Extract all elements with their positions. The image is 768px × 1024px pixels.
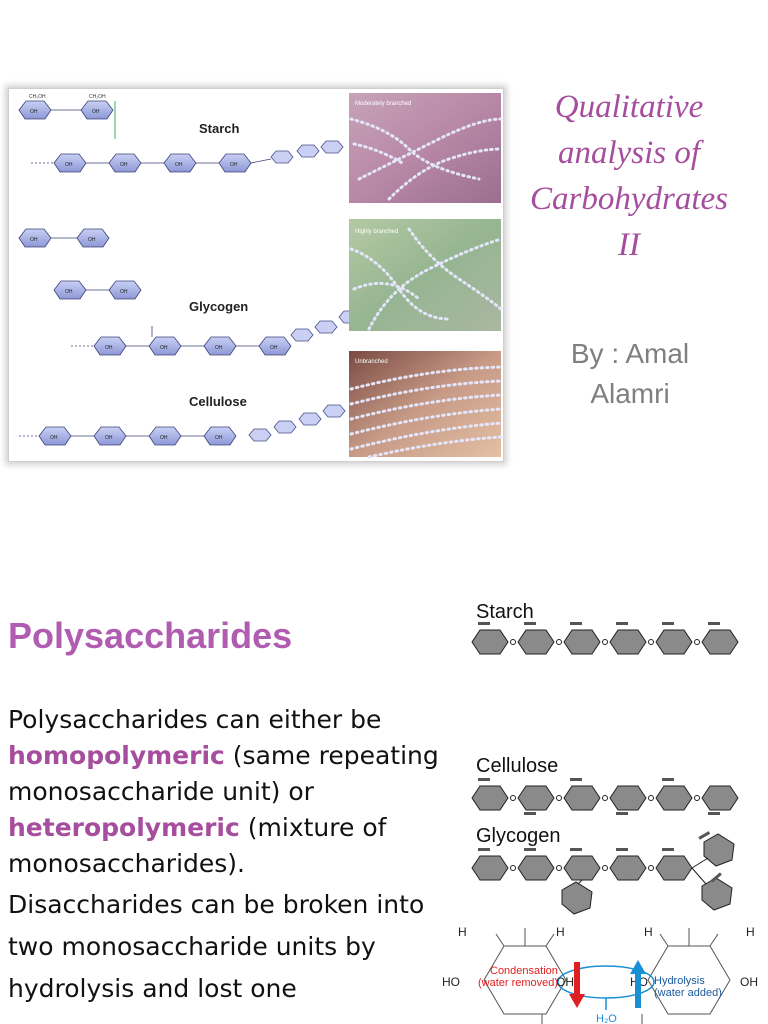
hydrolysis-sublabel: (water added) xyxy=(654,987,722,999)
oh-label: OH xyxy=(556,975,574,989)
slide-heading: Polysaccharides xyxy=(8,615,293,656)
condensation-arrow xyxy=(569,962,585,1008)
term-heteropolymeric: heteropolymeric xyxy=(8,813,240,842)
h-label: H xyxy=(458,925,467,939)
glycogen-chain xyxy=(471,831,735,915)
polysaccharide-structure-figure: OH CH₂OH CH₂OH xyxy=(8,88,504,462)
title-line: analysis of xyxy=(557,135,701,171)
paragraph-text: (same repeating monosaccharide unit) or xyxy=(8,741,439,806)
ho-label: HO xyxy=(442,975,460,989)
slide-body-text: Polysaccharides can either be homopolyme… xyxy=(8,702,458,1010)
cellulose-label: Cellulose xyxy=(476,755,558,777)
disaccharide-hydrolysis-diagram xyxy=(483,928,731,1015)
unbranched-panel xyxy=(349,351,501,457)
condensation-sublabel: (water removed) xyxy=(478,977,558,989)
starch-label: Starch xyxy=(199,121,240,136)
moderately-branched-label: Moderately branched xyxy=(355,101,411,107)
starch-chain xyxy=(471,622,739,655)
highly-branched-label: Highly branched xyxy=(355,229,398,235)
moderately-branched-panel xyxy=(349,93,501,203)
paragraph-homopolymeric: Polysaccharides can either be homopolyme… xyxy=(8,702,458,882)
polysaccharide-structure-drawing: OH CH₂OH CH₂OH xyxy=(18,93,503,459)
byline-line: Alamri xyxy=(590,378,670,409)
h-label: H xyxy=(746,925,755,939)
title-line: II xyxy=(618,227,640,263)
glycogen-label: Glycogen xyxy=(189,299,248,314)
unbranched-label: Unbranched xyxy=(355,359,388,365)
polysaccharides-slide: Polysaccharides Polysaccharides can eith… xyxy=(0,512,768,1024)
ch2oh-label: CH₂OH xyxy=(29,94,46,100)
title-line: Qualitative xyxy=(554,89,704,125)
hydrolysis-label: Hydrolysis xyxy=(654,975,705,987)
title-line: Carbohydrates xyxy=(530,181,728,217)
paragraph-text: (mixture of monosaccharides). xyxy=(8,813,387,878)
h-label: H xyxy=(644,925,653,939)
water-label: H₂O xyxy=(596,1013,617,1024)
glycogen-label: Glycogen xyxy=(476,825,561,847)
h-label: H xyxy=(556,925,565,939)
title-slide: OH CH₂OH CH₂OH xyxy=(8,84,752,462)
slide-title: Qualitative analysis of Carbohydrates II xyxy=(506,84,752,268)
condensation-label: Condensation xyxy=(490,965,558,977)
term-homopolymeric: homopolymeric xyxy=(8,741,225,770)
cellulose-chain xyxy=(471,778,739,815)
starch-label: Starch xyxy=(476,601,534,623)
paragraph-disaccharides: Disaccharides can be broken into two mon… xyxy=(8,890,425,1003)
byline-line: By : Amal xyxy=(570,338,690,369)
oh-label: OH xyxy=(740,975,758,989)
ch2oh-label: CH₂OH xyxy=(89,94,106,100)
hydrolysis-arrow xyxy=(630,960,646,1008)
polysaccharide-chain-figure: Starch Cellulose Glycogen xyxy=(442,601,758,1024)
cellulose-label: Cellulose xyxy=(189,394,247,409)
paragraph-text: Polysaccharides can either be xyxy=(8,705,382,734)
author-byline: By : Amal Alamri xyxy=(530,334,730,414)
reaction-arrows: Condensation (water removed) Hydrolysis … xyxy=(478,960,722,1024)
